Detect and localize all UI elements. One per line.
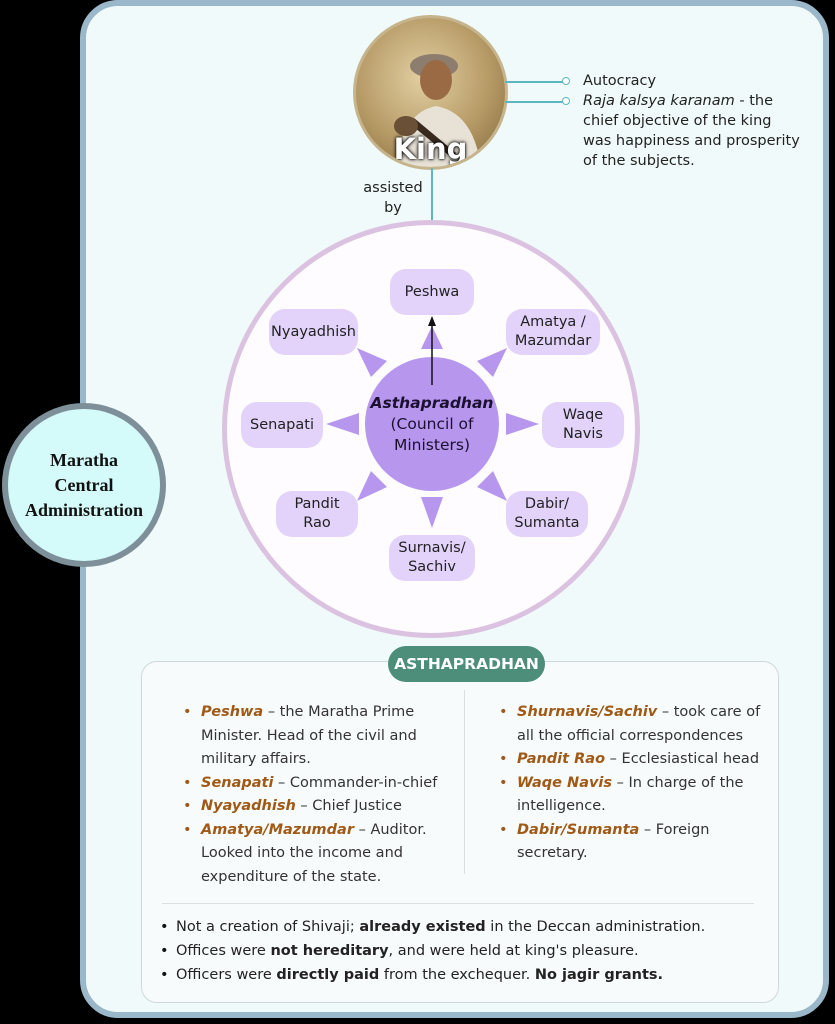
king-note-objective: Raja kalsya karanam - the chief objectiv… bbox=[583, 93, 800, 169]
minister-amatya: Amatya /Mazumdar bbox=[506, 309, 600, 355]
column-divider bbox=[464, 690, 465, 874]
arrow-waqe bbox=[506, 413, 539, 435]
fact-payment: Officers were directly paid from the exc… bbox=[160, 963, 705, 987]
fact-hereditary: Offices were not hereditary, and were he… bbox=[160, 939, 705, 963]
title-circle: Maratha Central Administration bbox=[2, 403, 166, 567]
fact-origin: Not a creation of Shivaji; already exist… bbox=[160, 915, 705, 939]
minister-surnavis: Surnavis/Sachiv bbox=[389, 535, 475, 581]
minister-dabir: Dabir/Sumanta bbox=[506, 491, 588, 537]
king-to-council-line bbox=[431, 168, 433, 222]
details-header: ASTHAPRADHAN bbox=[388, 646, 545, 682]
asthapradhan-center: Asthapradhan (Council of Ministers) bbox=[365, 357, 499, 491]
king-portrait-illustration bbox=[394, 54, 481, 167]
arrow-amatya bbox=[477, 348, 507, 377]
king-portrait: King bbox=[353, 15, 508, 170]
arrow-nyayadhish bbox=[357, 348, 387, 377]
note-connector-1 bbox=[505, 81, 565, 83]
minister-senapati: Senapati bbox=[241, 402, 323, 448]
arrow-pandit bbox=[357, 471, 387, 501]
minister-peshwa: Peshwa bbox=[390, 269, 474, 315]
king-label: King bbox=[393, 132, 468, 166]
king-note-autocracy: Autocracy bbox=[583, 73, 657, 89]
minister-nyayadhish: Nyayadhish bbox=[269, 309, 358, 355]
facts-divider bbox=[162, 903, 754, 904]
diagram-title: Maratha Central Administration bbox=[24, 449, 143, 520]
role-pandit-rao: Pandit Rao – Ecclesiastical head bbox=[499, 748, 764, 772]
arrow-dabir bbox=[477, 471, 507, 501]
arrow-surnavis bbox=[421, 497, 443, 528]
role-senapati: Senapati – Commander-in-chief bbox=[183, 772, 453, 796]
role-nyayadhish: Nyayadhish – Chief Justice bbox=[183, 795, 453, 819]
note-connector-2 bbox=[505, 101, 565, 103]
role-amatya: Amatya/Mazumdar – Auditor.Looked into th… bbox=[183, 819, 453, 890]
facts-list: Not a creation of Shivaji; already exist… bbox=[160, 915, 705, 987]
arrow-senapati bbox=[326, 413, 359, 435]
note-dot-1 bbox=[562, 77, 570, 85]
assisted-by-label: assisted by bbox=[363, 180, 423, 216]
note-dot-2 bbox=[562, 97, 570, 105]
role-waqe-navis: Waqe Navis – In charge of theintelligenc… bbox=[499, 772, 764, 819]
objective-term: Raja kalsya karanam bbox=[583, 93, 735, 109]
